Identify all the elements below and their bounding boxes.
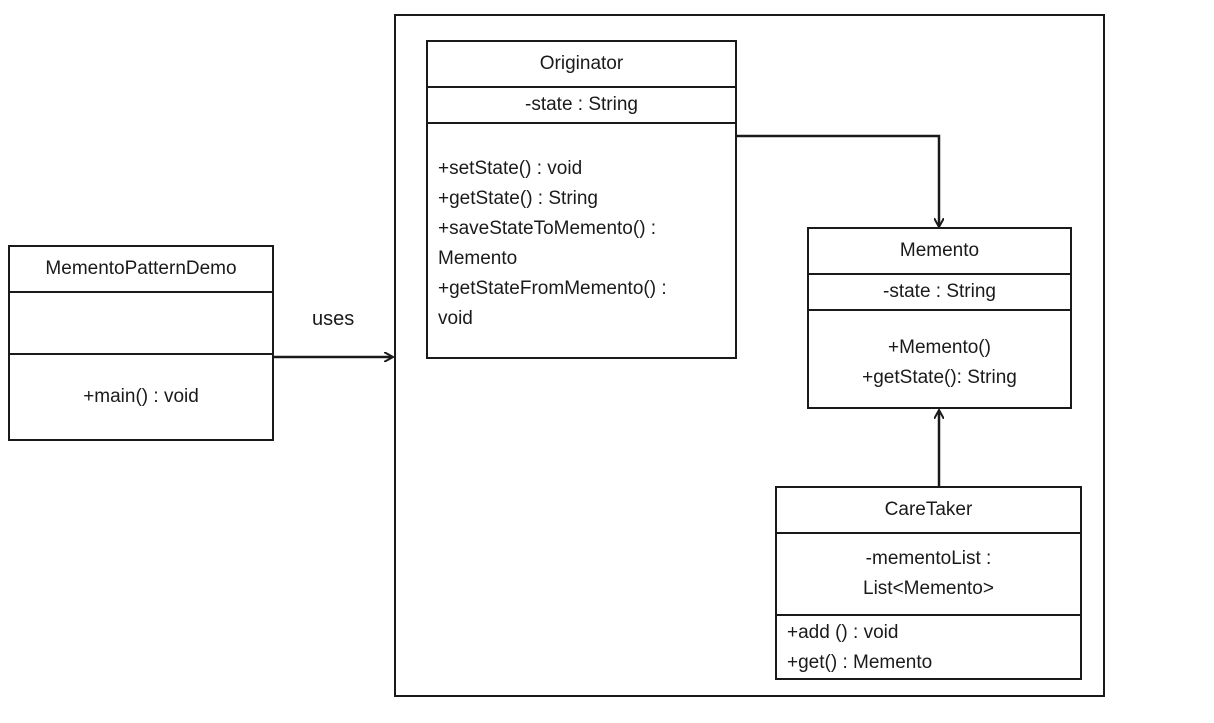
operation-continuation: Memento	[438, 248, 518, 269]
class-operations: +setState() : void +getState() : String …	[428, 122, 735, 357]
attribute-continuation: List<Memento>	[863, 578, 994, 599]
operation: +getState(): String	[862, 367, 1017, 388]
operation: +getStateFromMemento() :	[438, 278, 667, 299]
class-attributes: -state : String	[428, 86, 735, 122]
operation: +getState() : String	[438, 188, 598, 209]
class-name: MementoPatternDemo	[45, 258, 237, 279]
package-boundary	[394, 14, 1105, 697]
operation: +setState() : void	[438, 158, 583, 179]
class-attributes	[10, 291, 272, 353]
class-name: Originator	[539, 53, 624, 74]
operation: +Memento()	[888, 337, 991, 358]
operation-continuation: void	[438, 308, 473, 329]
class-originator[interactable]: Originator -state : String +setState() :…	[426, 40, 737, 359]
class-operations: +main() : void	[10, 353, 272, 439]
uses-label: uses	[312, 308, 355, 330]
class-attributes: -mementoList : List<Memento>	[777, 532, 1080, 614]
class-name: Memento	[899, 240, 980, 261]
attribute: -state : String	[883, 281, 996, 302]
class-operations: +Memento() +getState(): String	[809, 309, 1070, 407]
class-operations: +add () : void +get() : Memento	[777, 614, 1080, 678]
class-name: CareTaker	[884, 499, 973, 520]
attribute: -mementoList :	[865, 548, 992, 569]
operation: +get() : Memento	[787, 652, 933, 673]
class-memento[interactable]: Memento -state : String +Memento() +getS…	[807, 227, 1072, 409]
operation: +add () : void	[787, 622, 899, 643]
class-attributes: -state : String	[809, 273, 1070, 309]
operation: +saveStateToMemento() :	[438, 218, 657, 239]
class-caretaker[interactable]: CareTaker -mementoList : List<Memento> +…	[775, 486, 1082, 680]
class-memento-pattern-demo[interactable]: MementoPatternDemo +main() : void	[8, 245, 274, 441]
attribute: -state : String	[525, 94, 638, 115]
operation: +main() : void	[83, 386, 199, 407]
